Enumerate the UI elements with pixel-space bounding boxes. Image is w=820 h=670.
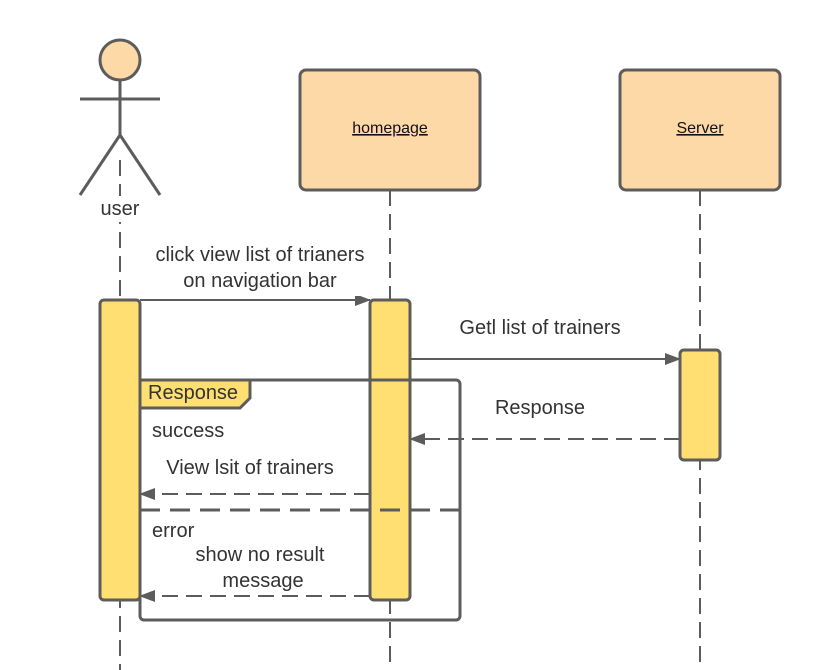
message-no-result-line1: show no result xyxy=(196,544,325,566)
user-actor[interactable] xyxy=(78,38,162,196)
participant-label: Server xyxy=(676,120,724,137)
alt-frame xyxy=(138,378,462,622)
participant-homepage[interactable]: homepage xyxy=(298,68,482,192)
server-activation xyxy=(678,348,722,462)
message-no-result-line2: message xyxy=(222,570,303,592)
actor-label: user xyxy=(101,198,140,220)
homepage-activation xyxy=(368,298,412,602)
actor-left-leg xyxy=(78,134,122,196)
participant-box xyxy=(618,68,782,192)
message-click-view-list-line1: click view list of trianers xyxy=(156,244,365,266)
actor-head xyxy=(98,38,142,82)
participant-box xyxy=(298,68,482,192)
message-click-view-list-line2: on navigation bar xyxy=(183,270,337,292)
actor-right-leg xyxy=(118,134,162,196)
message-view-list-label: View lsit of trainers xyxy=(166,457,333,479)
message-get-list-label: Getl list of trainers xyxy=(459,317,620,339)
participant-server[interactable]: Server xyxy=(618,68,782,192)
alt-frame-title: Response xyxy=(148,382,238,404)
user-activation xyxy=(98,298,142,602)
alt-frame-tab xyxy=(138,378,252,410)
guard-error: error xyxy=(152,520,195,542)
participant-label: homepage xyxy=(352,120,428,137)
message-response-label: Response xyxy=(495,397,585,419)
guard-success: success xyxy=(152,420,224,442)
